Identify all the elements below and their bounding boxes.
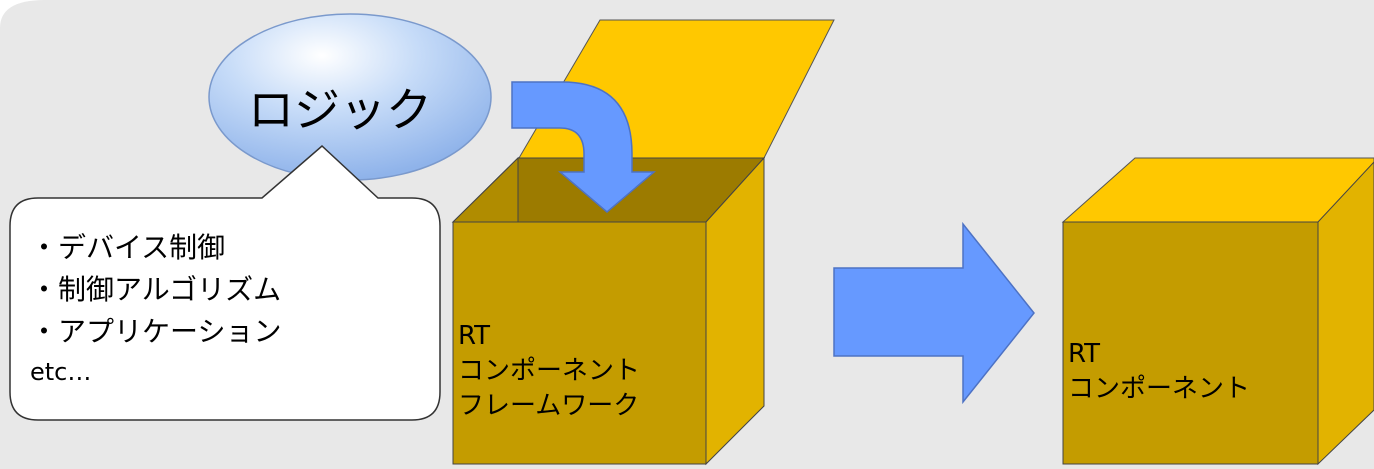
logic-label: ロジック [248, 83, 432, 137]
box-front [452, 221, 707, 465]
framework-label-component: コンポーネント [458, 356, 641, 386]
callout-item-application: ・アプリケーション [30, 315, 282, 348]
component-label-component: コンポーネント [1068, 374, 1251, 404]
component-box [1061, 157, 1374, 466]
callout-item-control-algorithm: ・制御アルゴリズム [30, 273, 282, 306]
callout-item-etc: etc… [30, 358, 92, 386]
framework-label-framework: フレームワーク [458, 391, 640, 421]
component-label-rt: RT [1068, 339, 1101, 369]
transform-arrow [833, 221, 1035, 405]
curved-arrow [511, 81, 657, 213]
callout-bubble [9, 144, 441, 421]
callout-item-device-control: ・デバイス制御 [30, 231, 226, 264]
framework-label-rt: RT [458, 321, 491, 351]
cube-front [1062, 221, 1319, 465]
